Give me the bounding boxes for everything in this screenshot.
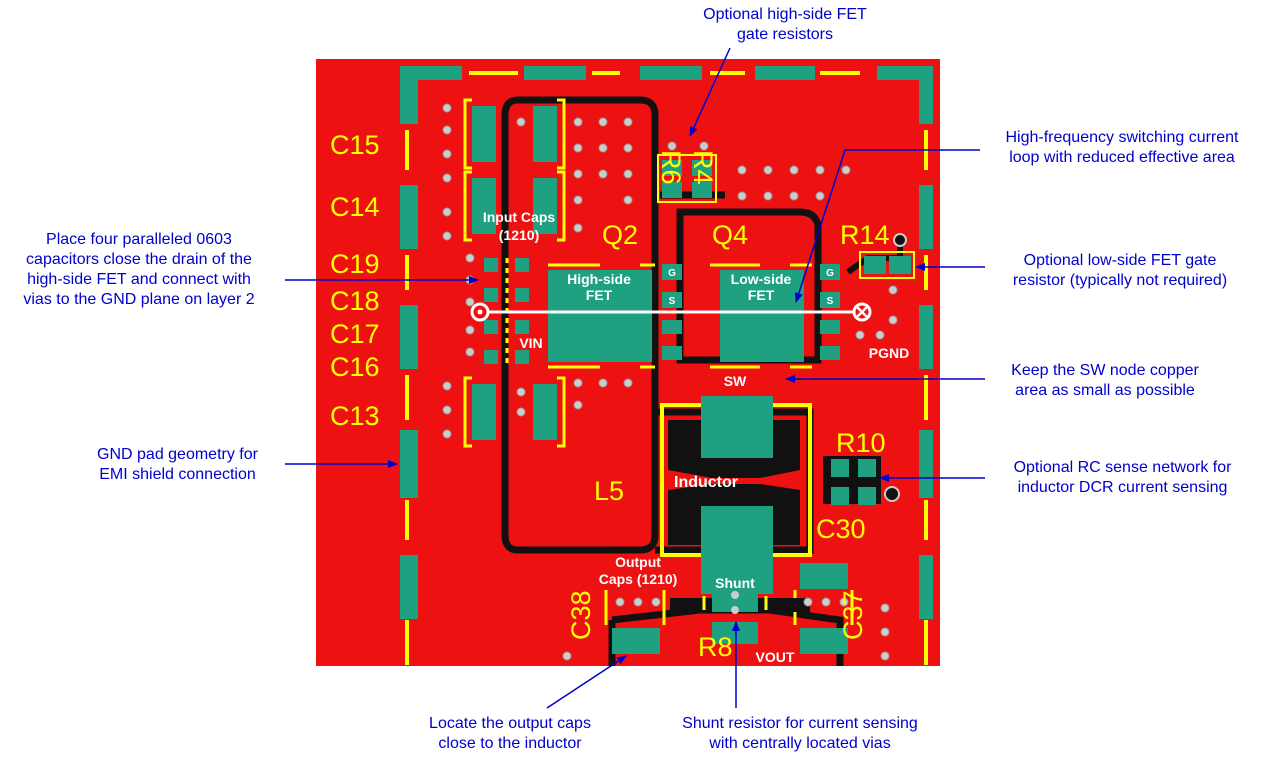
- annotation-input-caps: Place four paralleled 0603 capacitors cl…: [23, 231, 255, 308]
- label-low-side: Low-side: [731, 271, 792, 287]
- gate-resistors-r6-r4: [657, 154, 717, 203]
- annotation-hf-current-loop: High-frequency switching current loop wi…: [1005, 129, 1239, 166]
- ref-l5: L5: [594, 476, 624, 506]
- label-q2-source: S: [669, 296, 676, 307]
- label-high-side: High-side: [567, 271, 631, 287]
- label-vin: VIN: [519, 335, 542, 351]
- annotation-sw-node: Keep the SW node copper area as small as…: [1011, 362, 1199, 399]
- ref-c18: C18: [330, 286, 380, 316]
- annotation-ls-gate-resistor: Optional low-side FET gate resistor (typ…: [1012, 252, 1228, 289]
- annotation-hs-gate-resistors: Optional high-side FET gate resistors: [703, 6, 867, 43]
- ref-r14: R14: [840, 220, 890, 250]
- ref-r10: R10: [836, 428, 886, 458]
- ref-c38: C38: [566, 590, 596, 640]
- ref-c13: C13: [330, 401, 380, 431]
- inductor-pad-top: [701, 396, 773, 458]
- shunt-r8: [670, 591, 810, 644]
- annotation-arrows: [285, 47, 985, 709]
- label-q4-gate: G: [826, 268, 834, 279]
- annotation-gnd-pad: GND pad geometry for EMI shield connecti…: [97, 446, 258, 483]
- input-caps-0603: [484, 258, 529, 364]
- label-sw: SW: [724, 373, 747, 389]
- shield-pads: [400, 66, 933, 619]
- label-output-caps: Output: [615, 554, 661, 570]
- label-q2-gate: G: [668, 268, 676, 279]
- inductor-pad-bottom: [701, 506, 773, 594]
- label-pgnd: PGND: [869, 345, 909, 361]
- label-vout: VOUT: [756, 649, 795, 665]
- ref-c17: C17: [330, 319, 380, 349]
- label-high-side-fet: FET: [586, 287, 613, 303]
- ref-c19: C19: [330, 249, 380, 279]
- label-shunt: Shunt: [715, 575, 755, 591]
- annotation-shunt-resistor: Shunt resistor for current sensing with …: [682, 715, 918, 752]
- label-low-side-fet: FET: [748, 287, 775, 303]
- ref-r6: R6: [656, 150, 686, 185]
- label-q4-source: S: [827, 296, 834, 307]
- current-loop-line: [470, 302, 872, 322]
- ref-r4: R4: [688, 150, 718, 185]
- ref-c37: C37: [838, 590, 868, 640]
- r10-c30-network: [823, 456, 900, 505]
- label-output-caps-size: Caps (1210): [599, 571, 678, 587]
- ref-q2: Q2: [602, 220, 638, 250]
- r14-resistor: [846, 233, 915, 279]
- annotation-rc-sense: Optional RC sense network for inductor D…: [1013, 459, 1232, 496]
- ref-c14: C14: [330, 192, 380, 222]
- output-caps-1210: [604, 563, 854, 654]
- ref-r8: R8: [698, 632, 733, 662]
- label-input-caps-size: (1210): [499, 227, 539, 243]
- vias: [442, 103, 898, 661]
- label-inductor: Inductor: [674, 474, 738, 491]
- label-input-caps: Input Caps: [483, 209, 556, 225]
- ref-c30: C30: [816, 514, 866, 544]
- ref-c16: C16: [330, 352, 380, 382]
- input-caps-1210: [463, 98, 566, 448]
- ref-c15: C15: [330, 130, 380, 160]
- ref-q4: Q4: [712, 220, 748, 250]
- annotation-output-caps: Locate the output caps close to the indu…: [429, 715, 591, 752]
- fet-silk: [548, 263, 812, 369]
- fet-bodies: [548, 264, 840, 362]
